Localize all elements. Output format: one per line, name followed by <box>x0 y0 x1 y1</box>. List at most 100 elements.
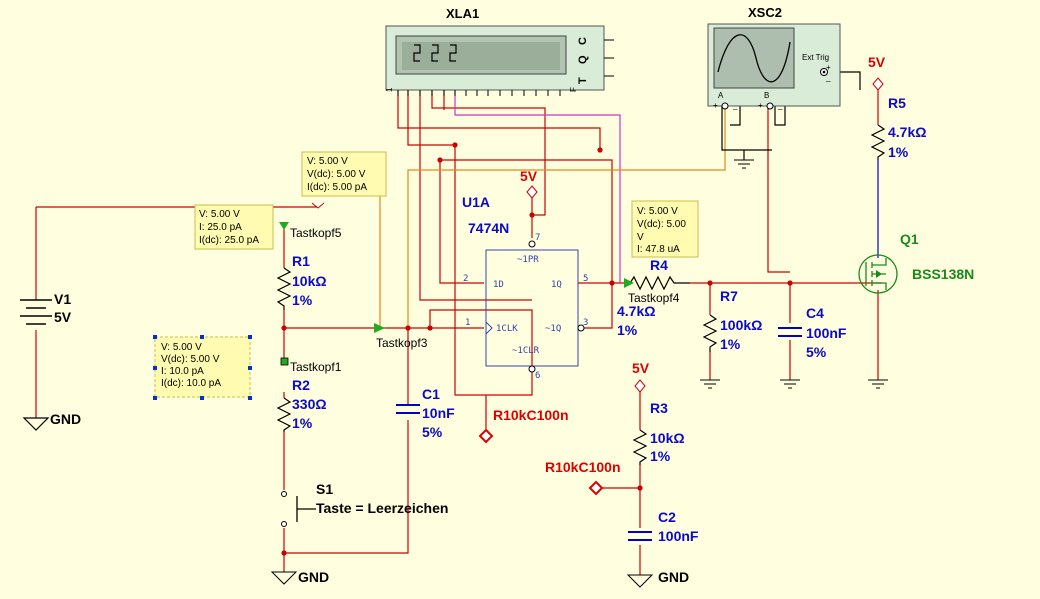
svg-text:F: F <box>569 87 578 92</box>
svg-text:C: C <box>577 37 589 45</box>
svg-text:V: 5.00 V: V: 5.00 V <box>307 156 348 167</box>
resistor-r1[interactable]: R1 10kΩ 1% <box>276 253 327 310</box>
svg-text:5: 5 <box>583 274 588 284</box>
probe-tastkopf5[interactable]: V: 5.00 V I: 25.0 pA I(dc): 25.0 pA Tast… <box>194 204 342 250</box>
svg-text:1Q: 1Q <box>551 280 562 290</box>
svg-text:V: 5.00 V: V: 5.00 V <box>637 206 678 217</box>
svg-text:R3: R3 <box>650 400 668 416</box>
svg-text:1CLK: 1CLK <box>496 324 518 334</box>
svg-text:I: 10.0 pA: I: 10.0 pA <box>161 366 204 377</box>
svg-text:2: 2 <box>463 274 468 284</box>
svg-text:Taste = Leerzeichen: Taste = Leerzeichen <box>316 500 448 516</box>
svg-text:Ext Trig: Ext Trig <box>802 53 829 62</box>
vcc-icons <box>478 77 884 496</box>
svg-text:_: _ <box>777 101 783 110</box>
flipflop-u1a[interactable]: U1A 7474N ~1PR 1D 1Q 1CLK ~1Q ~1CLR 7 2 … <box>462 194 588 381</box>
probe-tastkopf1[interactable]: V: 5.00 V V(dc): 5.00 V I: 10.0 pA I(dc)… <box>153 335 342 400</box>
svg-text:V(dc): 5.00: V(dc): 5.00 <box>637 219 686 230</box>
ground-icons <box>22 159 888 588</box>
vcc-label: 5V <box>868 54 886 70</box>
xsc2-label: XSC2 <box>748 5 782 20</box>
svg-text:V(dc): 5.00 V: V(dc): 5.00 V <box>307 169 366 180</box>
svg-text:I: 25.0 pA: I: 25.0 pA <box>199 222 242 233</box>
svg-text:V: V <box>637 232 644 243</box>
probe-tastkopf3[interactable]: Tastkopf3 <box>374 323 428 350</box>
svg-text:5%: 5% <box>422 424 443 440</box>
svg-text:C4: C4 <box>806 305 824 321</box>
svg-text:V: 5.00 V: V: 5.00 V <box>199 209 240 220</box>
svg-text:330Ω: 330Ω <box>292 396 327 412</box>
resistor-r4[interactable]: R4 4.7kΩ 1% <box>617 257 690 338</box>
junctions <box>281 142 793 556</box>
capacitor-c1[interactable]: C1 10nF 5% <box>396 386 455 440</box>
logic-analyzer-xla1[interactable]: XLA1 C Q T 1 F <box>385 6 614 96</box>
capacitor-c2[interactable]: C2 100nF <box>628 509 699 544</box>
svg-text:V(dc): 5.00 V: V(dc): 5.00 V <box>161 354 220 365</box>
svg-text:U1A: U1A <box>462 194 490 210</box>
svg-text:I(dc): 25.0 pA: I(dc): 25.0 pA <box>199 235 259 246</box>
svg-text:R7: R7 <box>720 288 738 304</box>
resistor-r5[interactable]: R5 4.7kΩ 1% <box>870 95 926 160</box>
svg-text:1%: 1% <box>650 448 671 464</box>
ground-icon <box>700 379 720 389</box>
svg-text:+: + <box>713 101 718 110</box>
svg-text:_: _ <box>825 73 831 82</box>
svg-text:1%: 1% <box>617 322 638 338</box>
svg-text:3: 3 <box>583 318 588 328</box>
resistor-r2[interactable]: R2 330Ω 1% <box>276 377 327 432</box>
svg-text:1: 1 <box>385 87 394 92</box>
ground-icon <box>22 417 50 431</box>
svg-text:~1PR: ~1PR <box>517 255 539 265</box>
ground-icon <box>780 379 800 389</box>
ground-icon <box>626 574 654 588</box>
svg-text:100nF: 100nF <box>658 528 699 544</box>
wires <box>35 71 882 575</box>
net-label-r10kc100n: R10kC100n <box>493 407 569 423</box>
svg-text:100kΩ: 100kΩ <box>720 317 762 333</box>
vcc-label: 5V <box>632 360 650 376</box>
svg-text:I: 47.8 uA: I: 47.8 uA <box>637 244 680 255</box>
svg-text:1%: 1% <box>292 415 313 431</box>
svg-text:Tastkopf4: Tastkopf4 <box>628 291 680 305</box>
probe-tastkopf-top[interactable]: V: 5.00 V V(dc): 5.00 V I(dc): 5.00 pA <box>301 151 387 209</box>
svg-text:5%: 5% <box>806 344 827 360</box>
gnd-label: GND <box>50 411 81 427</box>
ground-icon <box>270 571 298 585</box>
svg-text:7474N: 7474N <box>468 220 509 236</box>
svg-text:1%: 1% <box>292 292 313 308</box>
mosfet-q1[interactable]: Q1 BSS138N <box>858 231 974 294</box>
capacitor-c4[interactable]: C4 100nF 5% <box>778 305 847 360</box>
ground-icon <box>868 379 888 389</box>
svg-text:R4: R4 <box>650 257 668 273</box>
switch-s1[interactable]: S1 Taste = Leerzeichen <box>281 481 449 527</box>
svg-text:100nF: 100nF <box>806 325 847 341</box>
svg-text:10kΩ: 10kΩ <box>292 273 327 289</box>
svg-text:S1: S1 <box>316 481 333 497</box>
waveform-icon <box>413 44 457 62</box>
svg-text:R2: R2 <box>292 377 310 393</box>
svg-text:4.7kΩ: 4.7kΩ <box>888 124 926 140</box>
probe-tastkopf4[interactable]: V: 5.00 V V(dc): 5.00 V I: 47.8 uA Tastk… <box>624 200 699 305</box>
svg-text:BSS138N: BSS138N <box>912 266 974 282</box>
resistor-r3[interactable]: R3 10kΩ 1% <box>632 400 685 465</box>
svg-text:+: + <box>758 101 763 110</box>
svg-text:B: B <box>764 91 769 100</box>
battery-v1[interactable]: V1 5V <box>20 291 72 325</box>
oscilloscope-xsc2[interactable]: XSC2 Ext Trig + _ A B + _ + _ <box>707 5 841 110</box>
svg-text:10nF: 10nF <box>422 405 455 421</box>
svg-text:1D: 1D <box>493 280 504 290</box>
svg-text:Tastkopf5: Tastkopf5 <box>290 226 342 240</box>
svg-text:I(dc): 10.0 pA: I(dc): 10.0 pA <box>161 378 221 389</box>
resistor-r7[interactable]: R7 100kΩ 1% <box>702 288 762 352</box>
svg-text:Tastkopf1: Tastkopf1 <box>290 360 342 374</box>
svg-text:C2: C2 <box>658 509 676 525</box>
ground-icon <box>734 159 754 169</box>
svg-text:1: 1 <box>465 318 470 328</box>
svg-text:4.7kΩ: 4.7kΩ <box>617 303 655 319</box>
svg-text:I(dc): 5.00 pA: I(dc): 5.00 pA <box>307 182 367 193</box>
svg-text:_: _ <box>732 101 738 110</box>
svg-text:V1: V1 <box>54 291 71 307</box>
svg-text:Q1: Q1 <box>900 231 919 247</box>
svg-text:+: + <box>826 63 831 72</box>
net-label-r10kc100n: R10kC100n <box>545 459 621 475</box>
